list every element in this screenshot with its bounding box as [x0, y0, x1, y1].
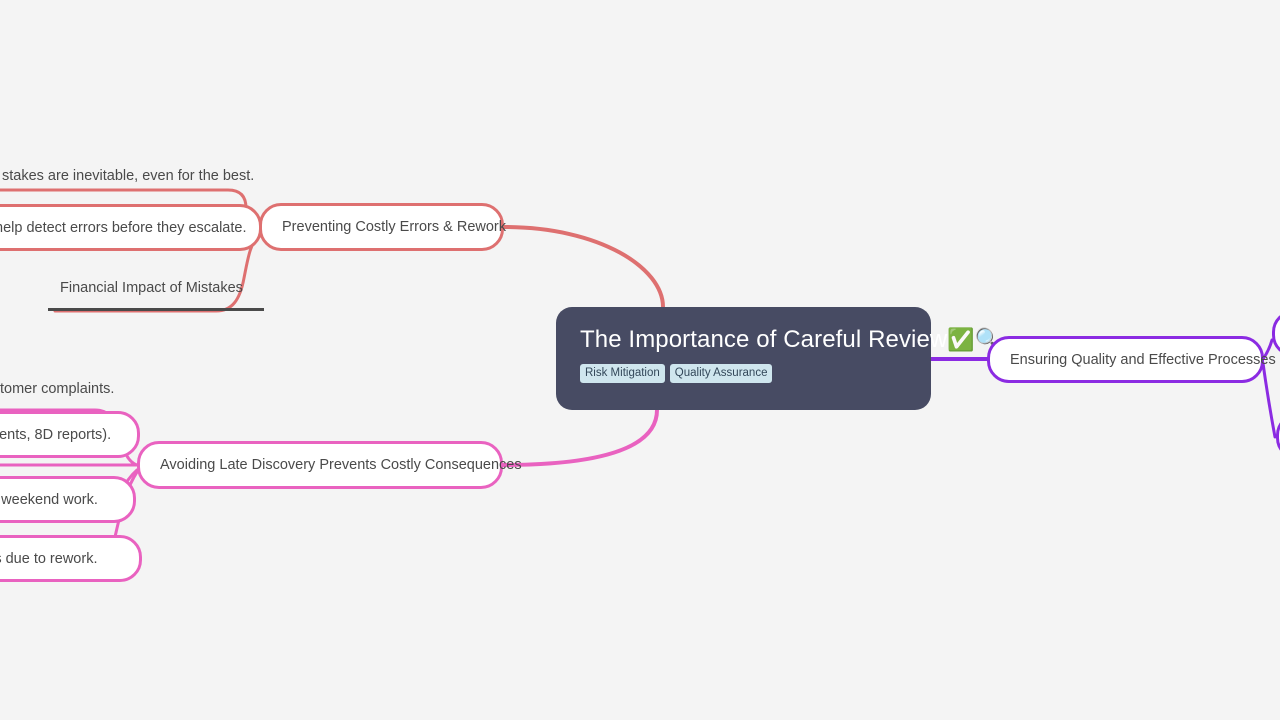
child-node-help-detect-errors[interactable]: help detect errors before they escalate.: [0, 204, 262, 251]
tag-quality-assurance[interactable]: Quality Assurance: [669, 364, 773, 383]
child-node-mistakes-inevitable[interactable]: stakes are inevitable, even for the best…: [0, 162, 254, 190]
branch-node-avoiding-late-discovery[interactable]: Avoiding Late Discovery Prevents Costly …: [137, 441, 522, 489]
root-node-title-text: The Importance of Careful Review: [580, 326, 948, 353]
link-root-to-preventing-costly-errors: [502, 225, 665, 309]
child-node-label: stakes are inevitable, even for the best…: [2, 168, 255, 184]
branch-node-label: Avoiding Late Discovery Prevents Costly …: [160, 457, 522, 473]
link-root-to-avoiding-late-discovery: [500, 408, 659, 467]
child-node-label: nd weekend work.: [0, 491, 98, 508]
tag-risk-mitigation[interactable]: Risk Mitigation: [580, 364, 665, 383]
child-node-weekend-work[interactable]: nd weekend work.: [0, 476, 136, 523]
child-node-label: tomer complaints.: [0, 381, 115, 397]
branch-node-label: Ensuring Quality and Effective Processes: [1010, 351, 1276, 368]
child-node-rework-stress[interactable]: ess due to rework.: [0, 535, 142, 582]
child-node-financial-impact[interactable]: Financial Impact of Mistakes: [48, 275, 264, 311]
root-node-title: The Importance of Careful Review✅🔍: [580, 325, 1002, 355]
branch-node-preventing-costly-errors[interactable]: Preventing Costly Errors & Rework: [259, 203, 507, 251]
root-node[interactable]: The Importance of Careful Review✅🔍 Risk …: [556, 307, 1002, 410]
child-node-8d-reports[interactable]: ments, 8D reports).: [0, 411, 140, 458]
child-node-customer-complaints[interactable]: tomer complaints.: [0, 375, 118, 403]
child-node-ensuring-quality-2[interactable]: [1276, 413, 1280, 460]
root-node-tags: Risk Mitigation Quality Assurance: [580, 364, 909, 383]
branch-node-ensuring-quality[interactable]: Ensuring Quality and Effective Processes: [987, 336, 1276, 383]
child-node-label: Financial Impact of Mistakes: [60, 280, 243, 296]
branch-node-label: Preventing Costly Errors & Rework: [282, 219, 507, 235]
child-node-label: ments, 8D reports).: [0, 426, 112, 443]
child-node-label: ess due to rework.: [0, 550, 98, 567]
link-ensuring-to-child-2: [1261, 361, 1277, 439]
child-node-label: help detect errors before they escalate.: [0, 219, 247, 236]
